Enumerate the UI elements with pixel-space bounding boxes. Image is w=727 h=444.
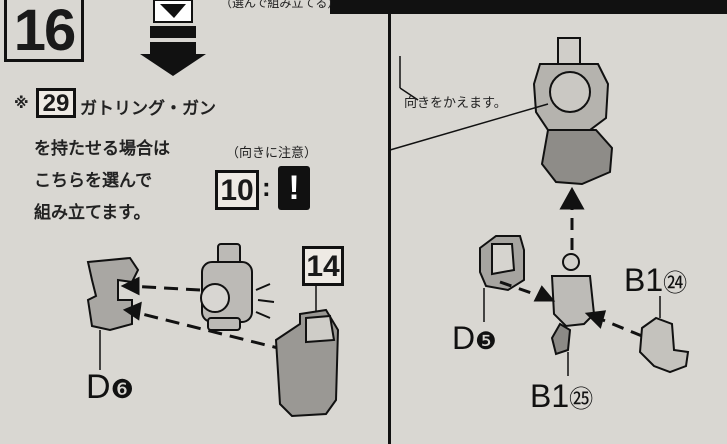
d5-piece	[479, 235, 525, 292]
b1-24-text: B1	[624, 262, 664, 298]
assembled-arm-part	[532, 37, 614, 186]
caution-colon: :	[262, 172, 271, 202]
d6-bracket-part	[86, 256, 140, 332]
note-line-2: を持たせる場合は	[34, 139, 170, 159]
step-number: 16	[4, 0, 84, 62]
d5-letter: D	[452, 320, 476, 356]
part-number-10: 10	[215, 170, 259, 210]
b1-24-number: ㉔	[663, 270, 688, 297]
down-arrow-icon	[140, 0, 206, 76]
assembly-arrows-left	[120, 276, 287, 352]
part-number-29: 29	[36, 88, 76, 118]
d6-letter: D	[86, 368, 111, 406]
note-line-1: ガトリング・ガン	[80, 99, 216, 119]
d5-label: D❺	[452, 320, 497, 357]
d6-label: D❻	[86, 368, 134, 407]
assembly-arrow-up	[559, 186, 585, 250]
assembly-arrows-right	[499, 280, 643, 338]
elbow-joint-part	[550, 253, 596, 356]
shoulder-joint-part	[200, 243, 253, 331]
header-note: （選んで組み立てる）	[220, 0, 340, 10]
part-number-14: 14	[302, 246, 344, 286]
header-bar	[330, 0, 727, 14]
d5-number: ❺	[475, 328, 497, 355]
warning-icon: !	[278, 166, 310, 210]
b1-24-hand-part	[638, 316, 690, 374]
panel-divider	[388, 14, 391, 444]
b1-24-label: B1㉔	[624, 262, 687, 299]
warning-symbol: !	[288, 169, 300, 207]
forearm-part-14	[274, 308, 340, 418]
d6-number: ❻	[110, 374, 134, 404]
note-line-4: 組み立てます。	[34, 203, 151, 223]
note-mark: ※	[14, 94, 29, 112]
note-line-3: こちらを選んで	[34, 171, 153, 191]
b1-25-text: B1	[530, 378, 570, 414]
b1-25-label: B1㉕	[530, 378, 593, 415]
rotate-note: 向きをかえます。	[404, 96, 507, 111]
caution-text: （向きに注意）	[226, 146, 318, 161]
b1-25-number: ㉕	[569, 386, 594, 413]
